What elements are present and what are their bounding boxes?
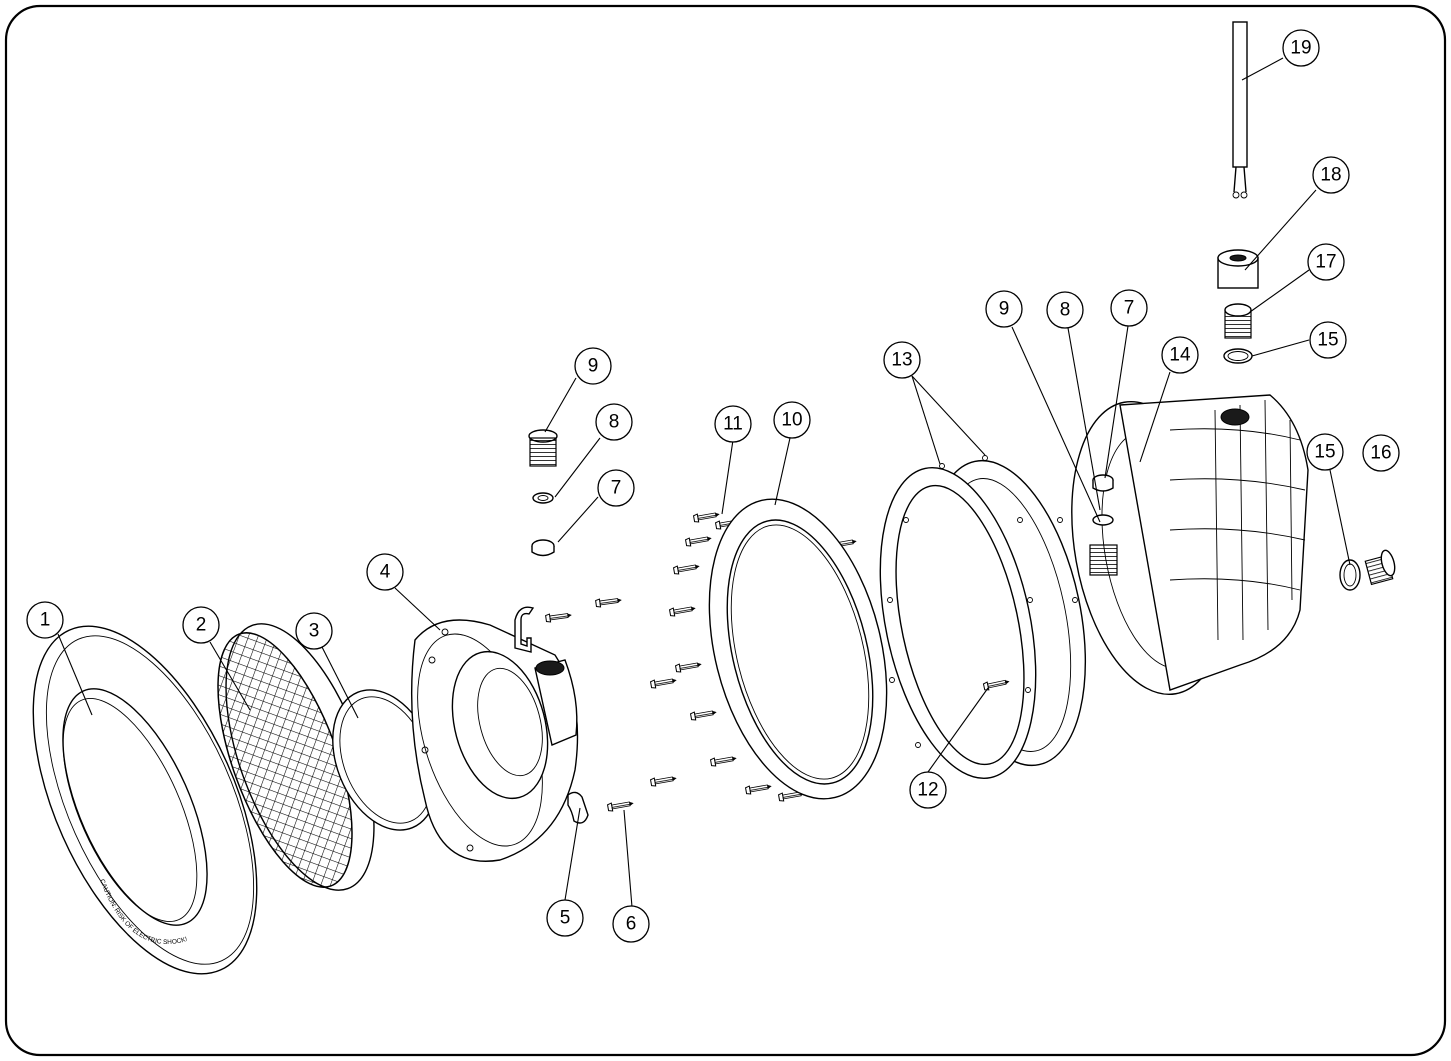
svg-text:18: 18: [1320, 165, 1341, 186]
callout-11: 11: [714, 405, 752, 443]
callout-7-right: 7: [1110, 289, 1148, 327]
svg-text:12: 12: [917, 780, 938, 801]
svg-text:7: 7: [1124, 298, 1135, 319]
svg-text:15: 15: [1314, 442, 1335, 463]
callout-3: 3: [295, 612, 333, 650]
clip-part-5: [514, 606, 589, 824]
callout-17: 17: [1307, 243, 1345, 281]
svg-text:3: 3: [309, 621, 320, 642]
plug-right-group: [1339, 549, 1396, 591]
callout-13: 13: [883, 341, 921, 379]
cable-gland-left-group: [528, 429, 558, 557]
svg-text:10: 10: [781, 410, 802, 431]
svg-text:9: 9: [588, 356, 599, 377]
callout-18: 18: [1312, 156, 1350, 194]
callout-19: 19: [1282, 29, 1320, 67]
svg-text:9: 9: [999, 299, 1010, 320]
svg-text:7: 7: [611, 478, 622, 499]
svg-text:6: 6: [626, 914, 637, 935]
callout-7-left: 7: [597, 469, 635, 507]
svg-text:5: 5: [560, 908, 571, 929]
callout-14: 14: [1161, 336, 1199, 374]
callout-4: 4: [366, 553, 404, 591]
svg-text:1: 1: [40, 610, 51, 631]
callout-8-right: 8: [1046, 291, 1084, 329]
leader-lines: [57, 57, 1351, 908]
callout-12: 12: [909, 771, 947, 809]
rear-body-part-14: [1071, 394, 1309, 696]
callout-15-lower: 15: [1306, 433, 1344, 471]
cable-gland-right-group: [1089, 474, 1118, 576]
svg-text:2: 2: [196, 615, 207, 636]
callout-1: 1: [26, 601, 64, 639]
svg-text:11: 11: [723, 414, 743, 435]
callout-9-left: 9: [574, 347, 612, 385]
flange-ring-part-10: [708, 498, 888, 800]
niche-housing-part-4: [410, 619, 579, 862]
svg-text:8: 8: [1060, 300, 1071, 321]
svg-text:17: 17: [1315, 252, 1336, 273]
callout-9-right: 9: [985, 290, 1023, 328]
callout-10: 10: [773, 401, 811, 439]
svg-text:16: 16: [1370, 443, 1391, 464]
svg-text:15: 15: [1317, 330, 1338, 351]
callout-2: 2: [182, 606, 220, 644]
svg-text:13: 13: [891, 350, 912, 371]
callout-6: 6: [612, 905, 650, 943]
svg-text:19: 19: [1290, 38, 1311, 59]
svg-text:14: 14: [1169, 345, 1191, 366]
svg-text:4: 4: [380, 562, 391, 583]
callout-8-left: 8: [595, 403, 633, 441]
callout-5: 5: [546, 899, 584, 937]
flange-gasket-part-13: [879, 455, 1087, 779]
callout-15-upper: 15: [1309, 321, 1347, 359]
svg-text:8: 8: [609, 412, 620, 433]
callout-16: 16: [1362, 434, 1400, 472]
